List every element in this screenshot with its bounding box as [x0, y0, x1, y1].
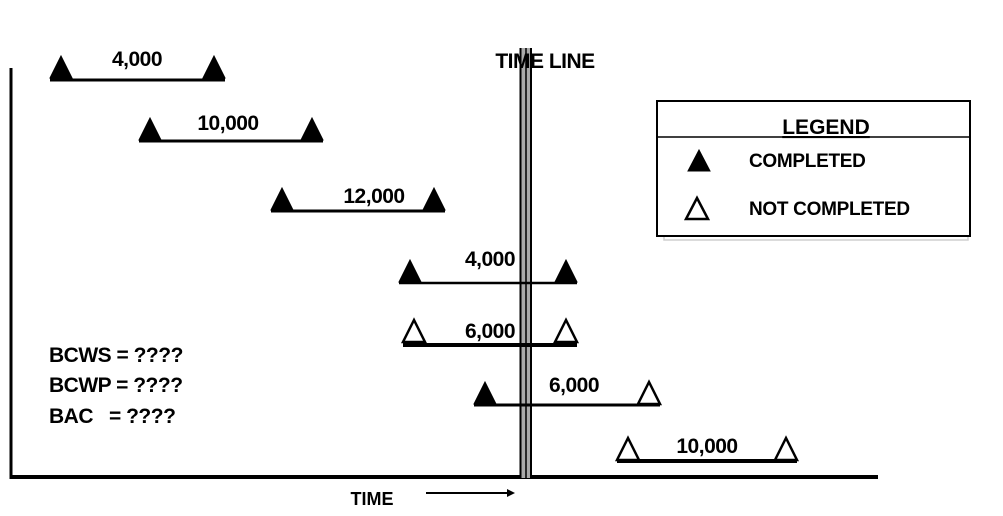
time-axis-label: TIME [351, 489, 394, 509]
task-value-label: 4,000 [112, 48, 162, 71]
task-value-label: 6,000 [465, 320, 515, 343]
completed-triangle-icon [300, 116, 324, 141]
completed-triangle-icon [473, 380, 497, 405]
completed-triangle-icon [202, 54, 226, 79]
metric-bcwp: BCWP = ???? [49, 374, 183, 397]
task-value-label: 4,000 [465, 248, 515, 271]
completed-triangle-icon [554, 258, 578, 283]
legend-not-completed-icon [683, 195, 711, 221]
timeline-label: TIME LINE [495, 50, 595, 73]
legend-completed-icon [687, 148, 711, 172]
metric-bac: BAC = ???? [49, 405, 175, 428]
completed-triangle-icon [270, 186, 294, 211]
completed-triangle-icon [49, 54, 73, 79]
completed-triangle-icon [398, 258, 422, 283]
legend-not-completed-label: NOT COMPLETED [749, 199, 910, 220]
legend: LEGEND COMPLETED NOT COMPLETED [656, 100, 971, 241]
not-completed-triangle-icon [552, 317, 580, 344]
task-value-label: 10,000 [197, 112, 258, 135]
timeline-marker [519, 48, 532, 478]
not-completed-triangle-icon [635, 379, 663, 406]
task-bars: 4,000 10,000 12,000 4,000 6,000 6,000 10,000 [49, 48, 800, 463]
task-bar: 12,000 [270, 185, 446, 213]
not-completed-triangle-icon [772, 435, 800, 462]
legend-title: LEGEND [782, 116, 870, 139]
time-arrow-icon [426, 489, 515, 497]
task-bar: 6,000 [473, 374, 663, 407]
metric-bcws: BCWS = ???? [49, 344, 183, 367]
task-bar: 10,000 [614, 435, 800, 463]
not-completed-triangle-icon [614, 435, 642, 462]
task-bar: 10,000 [138, 112, 324, 143]
completed-triangle-icon [138, 116, 162, 141]
legend-completed-label: COMPLETED [749, 151, 866, 172]
completed-triangle-icon [422, 186, 446, 211]
task-bar: 4,000 [49, 48, 226, 82]
not-completed-triangle-icon [400, 317, 428, 344]
task-value-label: 10,000 [676, 435, 737, 458]
task-value-label: 6,000 [549, 374, 599, 397]
task-bar: 6,000 [400, 317, 580, 347]
task-bar: 4,000 [398, 248, 578, 285]
task-value-label: 12,000 [343, 185, 404, 208]
